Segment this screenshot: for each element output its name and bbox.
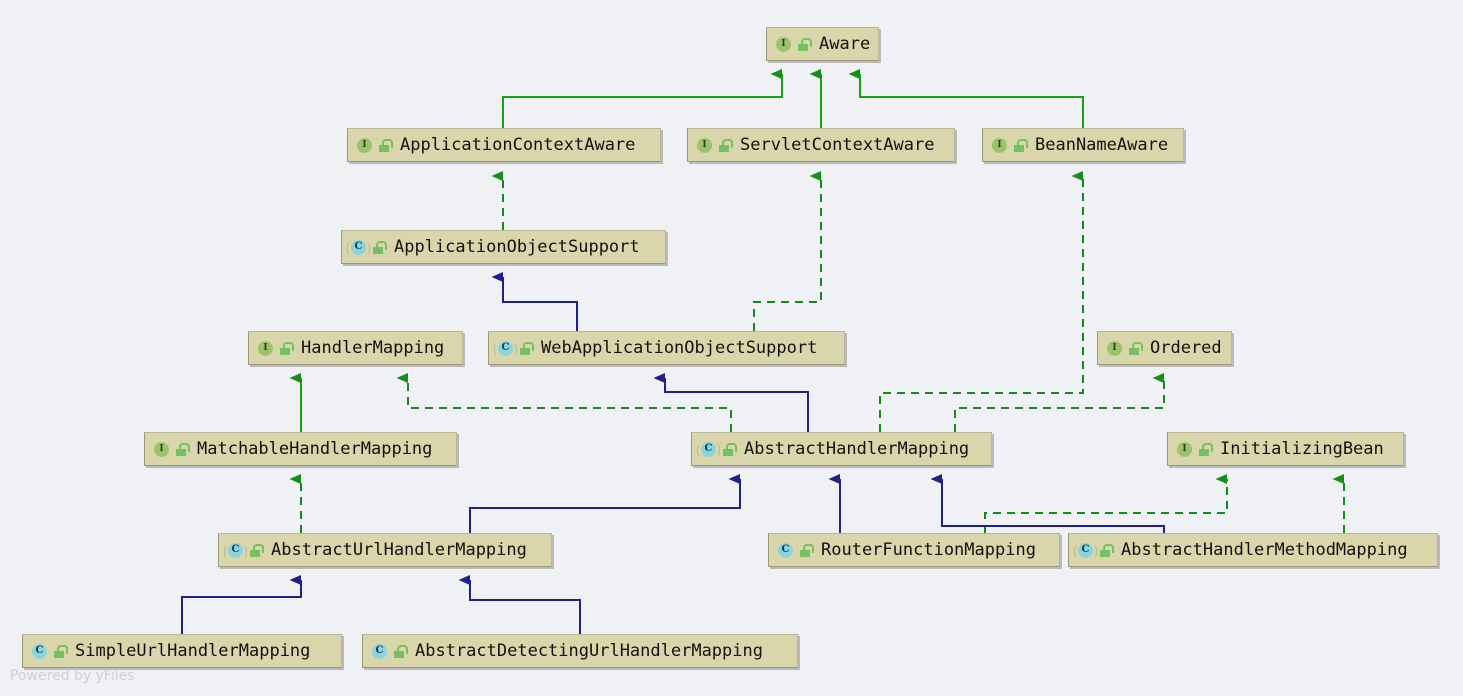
class-node-servletContextAware[interactable]: I ServletContextAware — [687, 128, 955, 162]
node-label: AbstractUrlHandlerMapping — [271, 540, 527, 560]
node-glyphs: I — [1176, 441, 1213, 458]
class-node-aware[interactable]: I Aware — [766, 27, 879, 61]
class-icon: C — [371, 643, 388, 660]
edge-simpleurlhandlermapping-to-abstracturlhandlermapping — [181, 575, 302, 634]
class-node-abstractHandlerMethodMapping[interactable]: C AbstractHandlerMethodMapping — [1068, 533, 1438, 567]
edge-abstracthandlermapping-to-ordered — [954, 373, 1165, 432]
class-node-webApplicationObjectSupport[interactable]: C WebApplicationObjectSupport — [488, 331, 845, 365]
edge-applicationcontextaware-to-aware — [502, 69, 783, 128]
node-glyphs: C — [371, 643, 408, 660]
abstract-class-icon: C — [224, 542, 247, 559]
node-label: SimpleUrlHandlerMapping — [75, 641, 311, 661]
class-node-applicationObjectSupport[interactable]: C ApplicationObjectSupport — [341, 230, 666, 264]
node-glyphs: C — [224, 542, 264, 559]
class-node-abstractHandlerMapping[interactable]: C AbstractHandlerMapping — [691, 432, 992, 466]
unlocked-padlock-icon — [722, 442, 737, 456]
unlocked-padlock-icon — [797, 37, 812, 51]
class-icon: C — [777, 542, 794, 559]
node-glyphs: I — [991, 137, 1028, 154]
abstract-class-icon: C — [1074, 542, 1097, 559]
class-node-handlerMapping[interactable]: I HandlerMapping — [248, 331, 463, 365]
unlocked-padlock-icon — [372, 240, 387, 254]
node-glyphs: C — [347, 239, 387, 256]
node-label: AbstractHandlerMapping — [744, 439, 970, 459]
edge-abstracthandlermapping-to-handlermapping — [396, 373, 732, 432]
class-node-applicationContextAware[interactable]: I ApplicationContextAware — [347, 128, 661, 162]
edge-abstracthandlermethodmapping-to-abstracthandlermapping — [930, 474, 1165, 533]
node-label: WebApplicationObjectSupport — [541, 338, 818, 358]
unlocked-padlock-icon — [279, 341, 294, 355]
edge-webapplicationobjectsupport-to-applicationobjectsupport — [491, 272, 578, 331]
class-node-simpleUrlHandlerMapping[interactable]: C SimpleUrlHandlerMapping — [22, 634, 342, 668]
unlocked-padlock-icon — [1013, 138, 1028, 152]
interface-icon: I — [1106, 340, 1123, 357]
unlocked-padlock-icon — [53, 644, 68, 658]
interface-icon: I — [153, 441, 170, 458]
unlocked-padlock-icon — [175, 442, 190, 456]
node-glyphs: I — [775, 36, 812, 53]
node-label: RouterFunctionMapping — [821, 540, 1036, 560]
node-label: AbstractHandlerMethodMapping — [1121, 540, 1408, 560]
node-glyphs: I — [356, 137, 393, 154]
class-node-initializingBean[interactable]: I InitializingBean — [1167, 432, 1404, 466]
class-node-abstractUrlHandlerMapping[interactable]: C AbstractUrlHandlerMapping — [218, 533, 552, 567]
node-glyphs: I — [153, 441, 190, 458]
class-node-abstractDetectingUrlHandlerMapping[interactable]: C AbstractDetectingUrlHandlerMapping — [362, 634, 798, 668]
node-glyphs: I — [257, 340, 294, 357]
edge-abstracthandlermapping-to-beannameaware — [879, 171, 1084, 432]
abstract-class-icon: C — [697, 441, 720, 458]
node-label: Ordered — [1150, 338, 1222, 358]
yfiles-watermark: Powered by yFiles — [10, 668, 135, 684]
node-label: InitializingBean — [1220, 439, 1384, 459]
unlocked-padlock-icon — [718, 138, 733, 152]
unlocked-padlock-icon — [1198, 442, 1213, 456]
unlocked-padlock-icon — [1099, 543, 1114, 557]
class-node-routerFunctionMapping[interactable]: C RouterFunctionMapping — [768, 533, 1060, 567]
interface-icon: I — [991, 137, 1008, 154]
node-label: ApplicationObjectSupport — [394, 237, 640, 257]
node-glyphs: I — [696, 137, 733, 154]
class-node-beanNameAware[interactable]: I BeanNameAware — [982, 128, 1184, 162]
node-glyphs: I — [1106, 340, 1143, 357]
node-label: Aware — [819, 34, 871, 54]
interface-icon: I — [1176, 441, 1193, 458]
node-label: BeanNameAware — [1035, 135, 1169, 155]
node-label: HandlerMapping — [301, 338, 445, 358]
edge-abstracthandlermapping-to-webapplicationobjectsupport — [653, 373, 809, 432]
interface-icon: I — [696, 137, 713, 154]
node-label: ServletContextAware — [740, 135, 935, 155]
node-glyphs: C — [494, 340, 534, 357]
node-glyphs: C — [1074, 542, 1114, 559]
class-node-ordered[interactable]: I Ordered — [1097, 331, 1232, 365]
interface-icon: I — [356, 137, 373, 154]
node-label: MatchableHandlerMapping — [197, 439, 433, 459]
interface-icon: I — [775, 36, 792, 53]
edge-beannameaware-to-aware — [848, 69, 1084, 128]
unlocked-padlock-icon — [249, 543, 264, 557]
unlocked-padlock-icon — [393, 644, 408, 658]
interface-icon: I — [257, 340, 274, 357]
node-glyphs: C — [31, 643, 68, 660]
abstract-class-icon: C — [494, 340, 517, 357]
class-node-matchableHandlerMapping[interactable]: I MatchableHandlerMapping — [144, 432, 457, 466]
node-glyphs: C — [777, 542, 814, 559]
node-label: AbstractDetectingUrlHandlerMapping — [415, 641, 763, 661]
abstract-class-icon: C — [347, 239, 370, 256]
unlocked-padlock-icon — [378, 138, 393, 152]
edge-webapplicationobjectsupport-to-servletcontextaware — [753, 171, 822, 331]
class-icon: C — [31, 643, 48, 660]
unlocked-padlock-icon — [519, 341, 534, 355]
edge-abstracturlhandlermapping-to-abstracthandlermapping — [469, 474, 741, 533]
node-label: ApplicationContextAware — [400, 135, 636, 155]
node-glyphs: C — [697, 441, 737, 458]
edge-abstractdetectingurlhandlermapping-to-abstracturlhandlermapping — [458, 575, 581, 634]
unlocked-padlock-icon — [1128, 341, 1143, 355]
unlocked-padlock-icon — [799, 543, 814, 557]
edge-routerfunctionmapping-to-initializingbean — [984, 474, 1228, 533]
